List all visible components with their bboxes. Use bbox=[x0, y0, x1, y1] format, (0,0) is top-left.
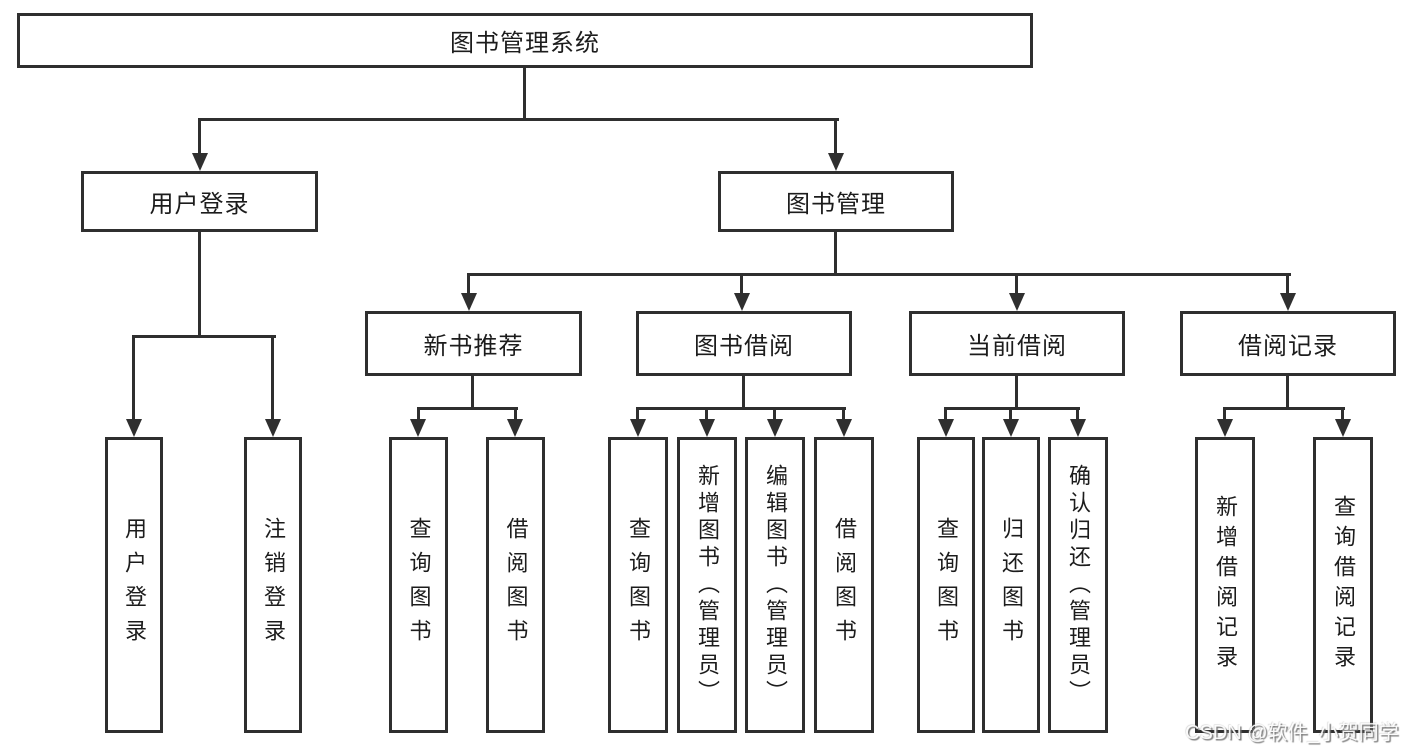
connector-current-bar bbox=[944, 407, 1080, 410]
leaf-logout-box: 注销登录 bbox=[244, 437, 302, 733]
node-user-login-box: 用户登录 bbox=[81, 171, 318, 232]
leaf-current-query-label: 查询图书 bbox=[934, 517, 959, 653]
leaf-borrow-query-box: 查询图书 bbox=[608, 437, 668, 733]
node-new-book-recommend-box: 新书推荐 bbox=[365, 311, 582, 376]
arrowhead-bw-borrow-icon bbox=[836, 419, 852, 437]
arrowhead-leaf-user-login-icon bbox=[126, 419, 142, 437]
node-current-borrow-label: 当前借阅 bbox=[967, 333, 1067, 360]
arrowhead-to-mgmt-icon bbox=[828, 153, 844, 171]
connector-borrow-stem bbox=[742, 376, 745, 410]
leaf-borrow-edit-admin-label: 编辑图书（管理员） bbox=[763, 463, 788, 707]
connector-to-current bbox=[1015, 273, 1018, 295]
connector-current-stem bbox=[1015, 376, 1018, 410]
node-borrow-records-label: 借阅记录 bbox=[1238, 333, 1338, 360]
leaf-current-confirm-admin-label: 确认归还（管理员） bbox=[1066, 463, 1091, 707]
connector-to-rec-add bbox=[1223, 407, 1226, 421]
arrowhead-cur-confirm-icon bbox=[1070, 419, 1086, 437]
leaf-borrow-add-admin-label: 新增图书（管理员） bbox=[695, 463, 720, 707]
arrowhead-newbook-icon bbox=[461, 293, 477, 311]
connector-root-stem bbox=[523, 68, 526, 121]
leaf-newbook-borrow-box: 借阅图书 bbox=[486, 437, 545, 733]
connector-to-login bbox=[198, 118, 201, 156]
connector-records-bar bbox=[1223, 407, 1345, 410]
connector-to-nb-query bbox=[417, 407, 420, 421]
connector-login-bar bbox=[132, 335, 276, 338]
node-root-label: 图书管理系统 bbox=[450, 30, 600, 57]
arrowhead-rec-add-icon bbox=[1217, 419, 1233, 437]
connector-to-bw-add bbox=[705, 407, 708, 421]
arrowhead-rec-query-icon bbox=[1335, 419, 1351, 437]
node-user-login-label: 用户登录 bbox=[149, 191, 250, 218]
connector-borrow-bar bbox=[636, 407, 846, 410]
leaf-current-return-box: 归还图书 bbox=[982, 437, 1040, 733]
arrowhead-cur-return-icon bbox=[1003, 419, 1019, 437]
arrowhead-current-icon bbox=[1009, 293, 1025, 311]
connector-login-stem bbox=[198, 232, 201, 338]
connector-newbook-bar bbox=[417, 407, 518, 410]
arrowhead-nb-query-icon bbox=[410, 419, 426, 437]
arrowhead-bw-add-icon bbox=[699, 419, 715, 437]
arrowhead-to-login-icon bbox=[192, 153, 208, 171]
arrowhead-leaf-logout-icon bbox=[265, 419, 281, 437]
leaf-borrow-borrow-box: 借阅图书 bbox=[814, 437, 874, 733]
leaf-record-query-box: 查询借阅记录 bbox=[1313, 437, 1373, 733]
node-current-borrow-box: 当前借阅 bbox=[909, 311, 1125, 376]
connector-to-newbook bbox=[467, 273, 470, 295]
leaf-record-add-label: 新增借阅记录 bbox=[1213, 495, 1238, 675]
connector-root-bar bbox=[198, 118, 839, 121]
connector-to-cur-confirm bbox=[1076, 407, 1079, 421]
arrowhead-cur-query-icon bbox=[938, 419, 954, 437]
node-book-management-box: 图书管理 bbox=[718, 171, 954, 232]
node-borrow-records-box: 借阅记录 bbox=[1180, 311, 1396, 376]
leaf-borrow-borrow-label: 借阅图书 bbox=[832, 517, 857, 653]
node-book-borrow-box: 图书借阅 bbox=[636, 311, 852, 376]
leaf-record-query-label: 查询借阅记录 bbox=[1331, 495, 1356, 675]
leaf-newbook-query-box: 查询图书 bbox=[389, 437, 448, 733]
connector-to-records bbox=[1286, 273, 1289, 295]
connector-to-rec-query bbox=[1341, 407, 1344, 421]
leaf-current-return-label: 归还图书 bbox=[999, 517, 1024, 653]
node-root-box: 图书管理系统 bbox=[17, 13, 1033, 68]
arrowhead-bw-query-icon bbox=[630, 419, 646, 437]
node-new-book-recommend-label: 新书推荐 bbox=[423, 333, 524, 360]
connector-to-nb-borrow bbox=[514, 407, 517, 421]
connector-to-leaf-logout bbox=[271, 335, 274, 421]
connector-records-stem bbox=[1286, 376, 1289, 410]
leaf-current-query-box: 查询图书 bbox=[917, 437, 975, 733]
node-book-management-label: 图书管理 bbox=[786, 191, 886, 218]
leaf-user-login-box: 用户登录 bbox=[105, 437, 163, 733]
leaf-logout-label: 注销登录 bbox=[261, 517, 286, 653]
connector-to-cur-return bbox=[1009, 407, 1012, 421]
connector-mgmt-bar bbox=[467, 273, 1291, 276]
connector-to-bw-edit bbox=[773, 407, 776, 421]
node-book-borrow-label: 图书借阅 bbox=[694, 333, 794, 360]
connector-to-leaf-user-login bbox=[132, 335, 135, 421]
leaf-record-add-box: 新增借阅记录 bbox=[1195, 437, 1255, 733]
connector-to-bw-query bbox=[636, 407, 639, 421]
leaf-borrow-edit-admin-box: 编辑图书（管理员） bbox=[745, 437, 805, 733]
leaf-current-confirm-admin-box: 确认归还（管理员） bbox=[1048, 437, 1108, 733]
leaf-borrow-query-label: 查询图书 bbox=[626, 517, 651, 653]
arrowhead-bw-edit-icon bbox=[767, 419, 783, 437]
arrowhead-records-icon bbox=[1280, 293, 1296, 311]
watermark: CSDN @软件_小贺同学 bbox=[1185, 722, 1399, 744]
connector-to-mgmt bbox=[834, 118, 837, 156]
leaf-newbook-borrow-label: 借阅图书 bbox=[503, 517, 529, 653]
arrowhead-borrow-icon bbox=[734, 293, 750, 311]
connector-to-cur-query bbox=[944, 407, 947, 421]
connector-newbook-stem bbox=[471, 376, 474, 410]
leaf-borrow-add-admin-box: 新增图书（管理员） bbox=[677, 437, 737, 733]
leaf-newbook-query-label: 查询图书 bbox=[406, 517, 432, 653]
leaf-user-login-label: 用户登录 bbox=[122, 517, 147, 653]
arrowhead-nb-borrow-icon bbox=[507, 419, 523, 437]
connector-to-borrow bbox=[740, 273, 743, 295]
connector-to-bw-borrow bbox=[842, 407, 845, 421]
connector-mgmt-stem bbox=[834, 232, 837, 276]
